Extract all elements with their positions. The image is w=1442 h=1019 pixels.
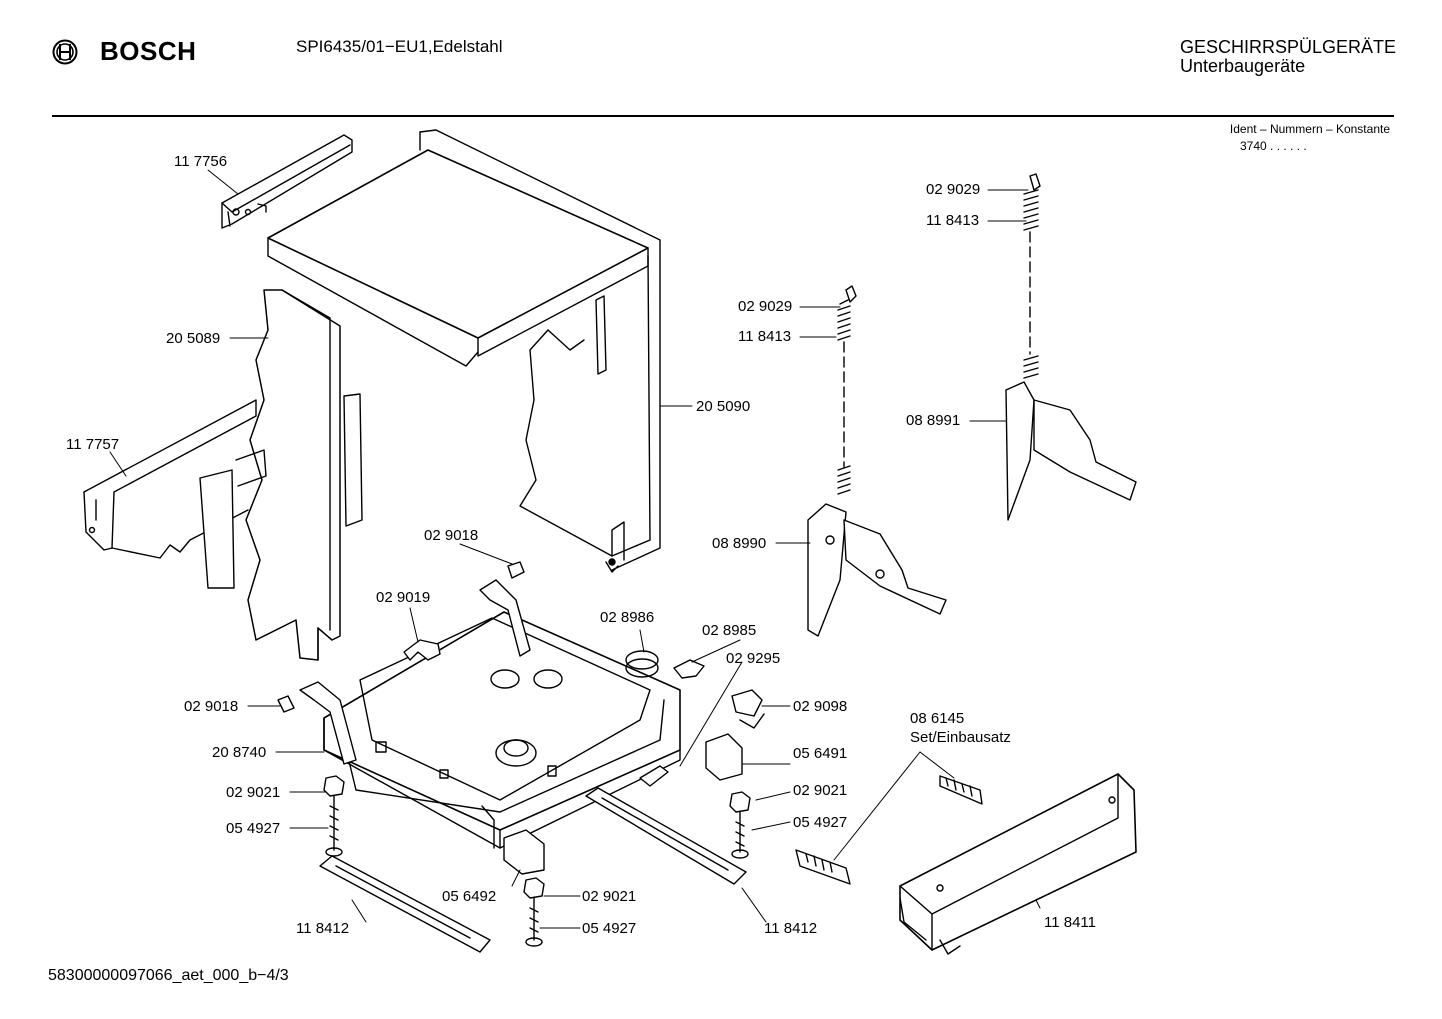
part-label: 02 8985 <box>702 622 757 639</box>
part-cabinet <box>267 129 661 573</box>
ident-value: 3740 . . . . . . <box>1240 139 1307 153</box>
category: GESCHIRRSPÜLGERÄTE <box>1180 37 1397 57</box>
part-label: 02 9295 <box>726 650 781 667</box>
part-rail-top <box>221 134 353 229</box>
ident-heading: Ident – Nummern – Konstante <box>1229 122 1390 136</box>
part-label: 11 8412 <box>296 920 350 937</box>
brand: BOSCH <box>52 36 196 67</box>
part-base-tray <box>299 579 681 849</box>
part-label: 02 9019 <box>376 589 431 606</box>
part-label: 02 9018 <box>424 527 479 544</box>
part-side-panel <box>245 289 363 661</box>
part-label: 20 5090 <box>696 398 751 415</box>
part-rail-long <box>83 399 267 589</box>
part-label: 08 8990 <box>712 535 767 552</box>
part-label: 02 9018 <box>184 698 239 715</box>
part-label: 02 8986 <box>600 609 655 626</box>
part-label: 05 4927 <box>226 820 281 837</box>
part-base-rails <box>319 787 747 953</box>
header-divider <box>52 115 1394 117</box>
part-label: 05 4927 <box>793 814 848 831</box>
part-label: 11 7756 <box>174 153 228 170</box>
part-label: 02 9029 <box>738 298 793 315</box>
part-label: 02 9021 <box>226 784 281 801</box>
part-label: 11 8413 <box>738 328 792 345</box>
part-label: 11 8412 <box>764 920 818 937</box>
part-label: 05 4927 <box>582 920 637 937</box>
part-label: 11 8413 <box>926 212 980 229</box>
brand-name: BOSCH <box>100 36 197 66</box>
part-plinth <box>795 773 1137 955</box>
model-title: SPI6435/01−EU1,Edelstahl <box>296 37 503 56</box>
part-small-components <box>277 561 765 875</box>
part-label: 20 8740 <box>212 744 267 761</box>
part-label: 05 6492 <box>442 888 497 905</box>
part-label: 08 8991 <box>906 412 961 429</box>
part-label: 02 9021 <box>793 782 848 799</box>
part-hinge-left <box>807 285 947 637</box>
part-feet <box>323 775 751 947</box>
category-block: GESCHIRRSPÜLGERÄTE Unterbaugeräte <box>1180 38 1396 76</box>
part-hinge-right <box>1005 173 1137 521</box>
part-label: 02 9029 <box>926 181 981 198</box>
part-label: 05 6491 <box>793 745 848 762</box>
part-label: 11 7757 <box>66 436 120 453</box>
leader-lines <box>109 169 1041 929</box>
part-label: 02 9098 <box>793 698 848 715</box>
part-label: 02 9021 <box>582 888 637 905</box>
document-id: 58300000097066_aet_000_b−4/3 <box>48 967 289 984</box>
subcategory: Unterbaugeräte <box>1180 56 1306 76</box>
part-label: 11 8411 <box>1044 914 1096 931</box>
part-label: 08 6145 <box>910 710 965 727</box>
part-label: 20 5089 <box>166 330 221 347</box>
part-label: Set/Einbausatz <box>910 729 1011 746</box>
bosch-armature-logo-icon <box>52 39 78 64</box>
